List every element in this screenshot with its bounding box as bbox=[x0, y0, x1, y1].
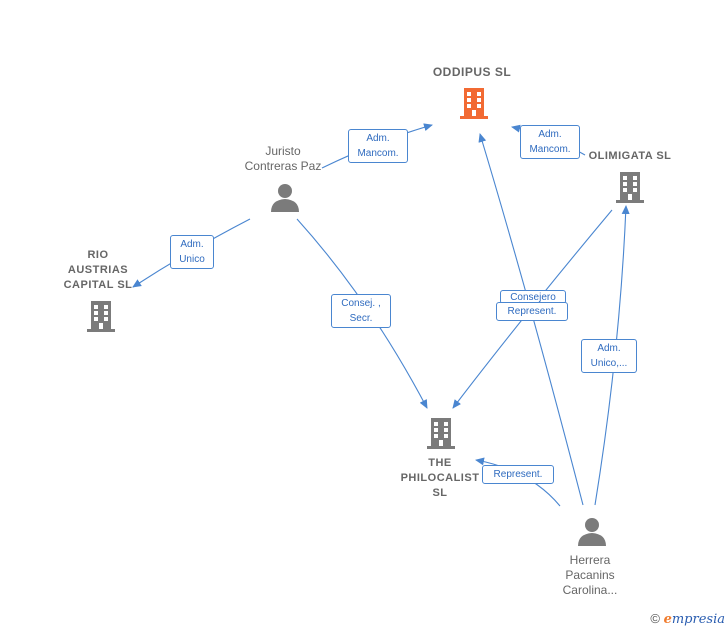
rio-name-line3: CAPITAL SL bbox=[63, 279, 133, 291]
copyright-symbol: © bbox=[650, 611, 660, 626]
edge-label-line: Secr. bbox=[349, 313, 373, 324]
brand-rest: mpresia bbox=[671, 612, 725, 627]
edge-label-line: Adm. bbox=[180, 239, 204, 250]
herrera-name-line1: Herrera bbox=[569, 553, 611, 567]
edge-label-line: Consej. , bbox=[341, 298, 381, 309]
edge-label-line: Adm. bbox=[597, 343, 621, 354]
edge-label-juristo-philocalist[interactable]: Consej. , Secr. bbox=[331, 294, 391, 328]
edge-label-olimigata-oddipus[interactable]: Adm. Mancom. bbox=[520, 125, 580, 159]
herrera-name-line3: Carolina... bbox=[562, 583, 618, 597]
node-label-herrera[interactable]: Herrera Pacanins Carolina... bbox=[548, 553, 632, 598]
node-label-olimigata[interactable]: OLIMIGATA SL bbox=[580, 149, 680, 164]
juristo-name-line1: Juristo bbox=[265, 144, 301, 158]
empresia-logo[interactable]: © empresia bbox=[650, 611, 725, 627]
node-label-rio[interactable]: RIO AUSTRIAS CAPITAL SL bbox=[56, 248, 140, 293]
oddipus-name: ODDIPUS SL bbox=[432, 65, 512, 79]
olimigata-name: OLIMIGATA SL bbox=[588, 150, 672, 162]
company-building-icon-philocalist[interactable] bbox=[425, 416, 457, 450]
edge-label-olimigata-philocalist-represent[interactable]: Represent. bbox=[496, 302, 568, 321]
brand-e: e bbox=[663, 612, 672, 627]
person-icon-juristo[interactable] bbox=[269, 182, 301, 214]
edge-label-juristo-oddipus[interactable]: Adm. Mancom. bbox=[348, 129, 408, 163]
philocalist-name-line1: THE bbox=[428, 457, 452, 469]
juristo-name-line2: Contreras Paz bbox=[244, 159, 322, 173]
edge-label-herrera-olimigata[interactable]: Adm. Unico,... bbox=[581, 339, 637, 373]
edge-label-text: Represent. bbox=[507, 306, 557, 317]
edge-label-juristo-rio[interactable]: Adm. Unico bbox=[170, 235, 214, 269]
edge-label-text: Consejero bbox=[510, 292, 556, 303]
edge-label-line: Adm. bbox=[538, 129, 562, 140]
edge-label-herrera-philocalist[interactable]: Represent. bbox=[482, 465, 554, 484]
rio-name-line2: AUSTRIAS bbox=[67, 264, 129, 276]
node-label-juristo[interactable]: Juristo Contreras Paz bbox=[232, 144, 334, 174]
philocalist-name-line2: PHILOCALIST bbox=[400, 472, 480, 484]
edge-label-line: Mancom. bbox=[357, 148, 399, 159]
person-icon-herrera[interactable] bbox=[576, 516, 608, 548]
rio-name-line1: RIO bbox=[87, 249, 109, 261]
herrera-name-line2: Pacanins bbox=[565, 568, 615, 582]
company-building-icon-rio[interactable] bbox=[85, 299, 117, 333]
edge-label-line: Unico,... bbox=[590, 358, 628, 369]
node-label-philocalist[interactable]: THE PHILOCALIST SL bbox=[394, 456, 486, 501]
philocalist-name-line3: SL bbox=[432, 487, 448, 499]
node-label-oddipus[interactable]: ODDIPUS SL bbox=[418, 65, 526, 80]
edge-label-text: Represent. bbox=[493, 469, 543, 480]
company-building-icon-olimigata[interactable] bbox=[614, 170, 646, 204]
edge-label-line: Unico bbox=[179, 254, 205, 265]
edge-label-line: Mancom. bbox=[529, 144, 571, 155]
edge-label-line: Adm. bbox=[366, 133, 390, 144]
brand-name: empresia bbox=[664, 612, 725, 627]
company-building-icon-oddipus[interactable] bbox=[458, 86, 490, 120]
